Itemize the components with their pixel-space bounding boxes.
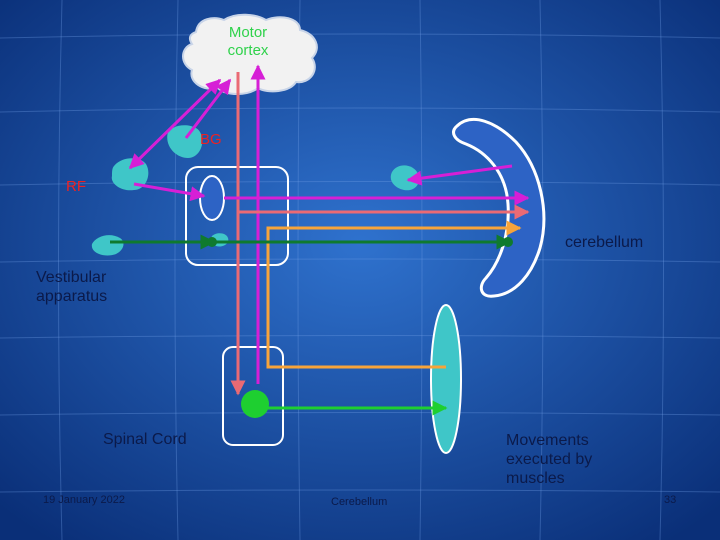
movements-label: Movements executed by muscles: [506, 431, 592, 489]
cerebellum-label: cerebellum: [565, 234, 644, 251]
motor-cortex-shape: [182, 13, 318, 95]
vestibular-node: [207, 237, 217, 247]
movements-label-line-1: Movements: [506, 432, 589, 449]
muscle-shape: [430, 304, 462, 454]
pathway-cortex-to-rf: [128, 78, 222, 170]
cerebellum-shape: [452, 117, 546, 298]
rf-label: RF: [66, 178, 86, 195]
vestibular-label-line-2: apparatus: [36, 288, 108, 306]
footer-date: 19 January 2022: [43, 494, 125, 506]
motor-neuron: [241, 390, 269, 418]
pathway-cerebellum-to-nucleus: [406, 164, 513, 186]
brainstem-oval: [199, 175, 225, 221]
spinal-cord-box: [222, 346, 284, 446]
motor-cortex-label-line-2: cortex: [227, 42, 269, 59]
footer-page-number: 33: [664, 494, 677, 506]
movements-label-line-3: muscles: [506, 470, 565, 488]
pathway-rf-to-oval: [133, 182, 206, 202]
cerebellum-node: [503, 237, 513, 247]
bg-label: BG: [200, 131, 222, 148]
motor-cortex-label-line-1: Motor: [228, 24, 268, 41]
vestibular-nucleus: [91, 235, 124, 256]
footer-title: Cerebellum: [331, 496, 388, 508]
motor-cortex-label: Motor cortex: [222, 24, 274, 60]
vestibular-label-line-1: Vestibular: [36, 269, 107, 286]
pathway-muscle-to-cerebellum: [266, 220, 522, 369]
movements-label-line-2: executed by: [506, 451, 593, 469]
spinal-cord-label: Spinal Cord: [103, 431, 187, 448]
vestibular-label: Vestibular apparatus: [36, 268, 107, 306]
